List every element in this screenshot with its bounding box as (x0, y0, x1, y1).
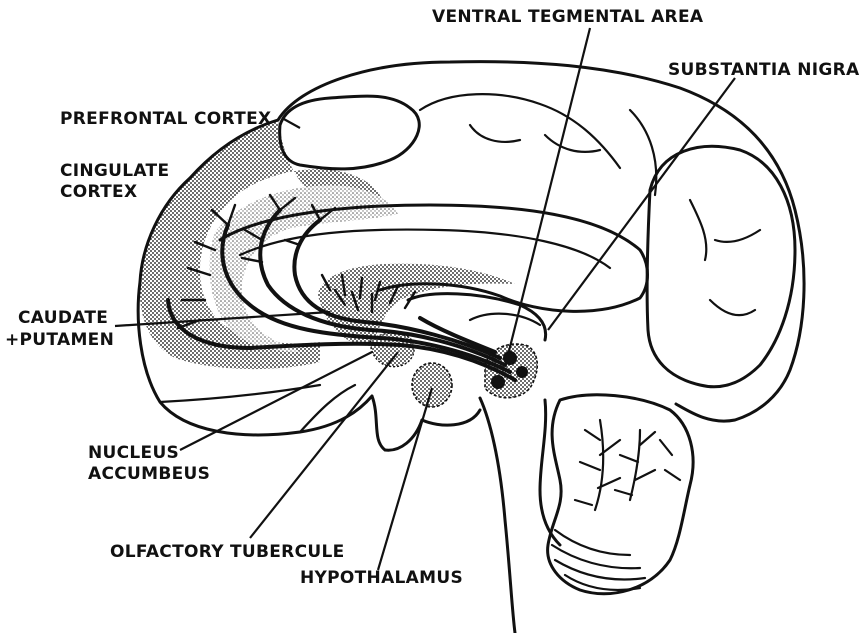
label-ventral-tegmental-area: VENTRAL TEGMENTAL AREA (432, 7, 704, 27)
label-accumbeus: ACCUMBEUS (88, 464, 210, 484)
occipital-lobe (647, 146, 795, 386)
brainstem (480, 398, 560, 633)
superior-gyrus (280, 96, 420, 169)
label-putamen: +PUTAMEN (5, 330, 114, 350)
label-olfactory-tubercule: OLFACTORY TUBERCULE (110, 542, 345, 562)
sn-nucleus (516, 366, 528, 378)
thalamus-contour (470, 314, 540, 325)
vta-nucleus-2 (491, 375, 505, 389)
label-substantia-nigra: SUBSTANTIA NIGRA (668, 60, 860, 80)
label-prefrontal-cortex: PREFRONTAL CORTEX (60, 109, 271, 129)
label-hypothalamus: HYPOTHALAMUS (300, 568, 463, 588)
vta-nucleus (503, 351, 517, 365)
parietal-gyrus (420, 94, 656, 195)
occipital-sulci (690, 200, 760, 315)
label-cingulate: CINGULATE (60, 161, 169, 181)
hypothalamus-shading (412, 363, 452, 407)
pituitary (422, 410, 480, 425)
label-caudate: CAUDATE (18, 308, 108, 328)
label-cingulate-cortex: CORTEX (60, 182, 137, 202)
label-nucleus: NUCLEUS (88, 443, 179, 463)
cerebellum-outline (548, 395, 693, 594)
cerebellum-arbor (575, 420, 680, 510)
